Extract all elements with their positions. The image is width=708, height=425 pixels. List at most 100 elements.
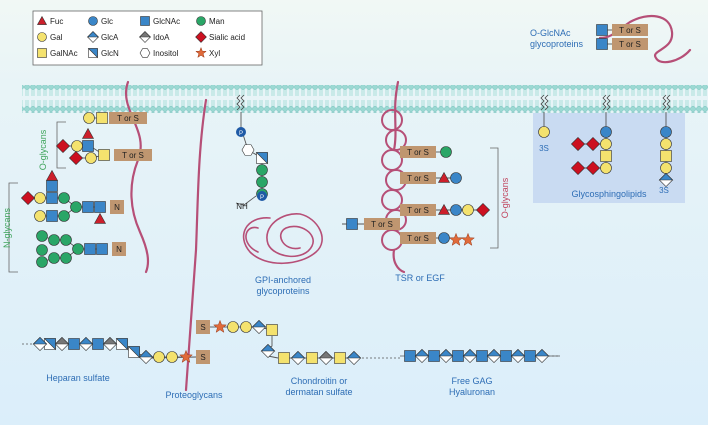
galnac-icon	[98, 149, 110, 161]
glucose-icon	[450, 172, 462, 184]
mannose-icon	[36, 244, 48, 256]
sialic-acid-icon	[570, 160, 586, 176]
galnac-icon	[334, 352, 346, 364]
residue-label: T or S	[407, 206, 429, 215]
residue-label: S	[200, 353, 205, 362]
legend-label: GalNAc	[50, 49, 78, 58]
galactose-icon	[600, 138, 612, 150]
gpi-coil-loop	[245, 226, 259, 253]
fucose-icon	[45, 169, 59, 181]
fucose-icon	[93, 212, 107, 224]
galactose-icon	[37, 32, 47, 42]
label-line: glycoproteins	[530, 39, 584, 49]
sialic-acid-icon	[68, 150, 84, 166]
ser-thr-box	[612, 24, 648, 36]
glcA-icon	[290, 350, 306, 366]
glcA-icon	[251, 319, 267, 335]
mannose-icon	[36, 256, 48, 268]
xylose-icon	[449, 232, 463, 246]
galactose-icon	[462, 204, 474, 216]
glcnac-icon	[596, 24, 608, 36]
n-glycans-label: N-glycans	[2, 207, 12, 248]
glucose-icon	[600, 126, 612, 138]
bond-line	[235, 195, 257, 206]
idoA-icon	[318, 350, 334, 366]
shape-fill	[43, 338, 56, 351]
residue-label: T or S	[117, 114, 139, 123]
o-glycans-right-label: O-glycans	[500, 177, 510, 218]
shape-fill	[138, 349, 154, 358]
mannose-icon	[72, 243, 84, 255]
galactose-icon	[227, 321, 239, 333]
residue-label: S	[200, 323, 205, 332]
fucose-icon	[81, 127, 95, 139]
phosphate-icon	[236, 127, 246, 137]
glcnac-icon	[140, 16, 150, 26]
glcA-icon	[510, 348, 526, 364]
xylose-icon	[213, 319, 227, 333]
glcnac-icon	[452, 350, 464, 362]
galactose-icon	[240, 321, 252, 333]
mannose-icon	[256, 176, 268, 188]
shape-fill	[414, 348, 430, 357]
shape-fill	[486, 348, 502, 357]
ser-thr-box	[109, 112, 147, 124]
sialic-acid-icon	[570, 136, 586, 152]
mannose-icon	[70, 201, 82, 213]
galnac-icon	[278, 352, 290, 364]
glucose-icon	[438, 232, 450, 244]
bracket-n	[8, 182, 18, 273]
sialic-acid-icon	[475, 202, 491, 218]
glucose-icon	[450, 204, 462, 216]
legend-label: Xyl	[209, 49, 220, 58]
residue-label: T or S	[122, 151, 144, 160]
glcnac-icon	[476, 350, 488, 362]
proteoglycans-label: Proteoglycans	[165, 390, 223, 400]
fucose-icon	[437, 203, 451, 215]
glcnac-icon	[524, 350, 536, 362]
asn-box	[112, 242, 126, 256]
label-line: Free GAG	[451, 376, 492, 386]
glcA-icon	[32, 336, 48, 352]
shape-fill	[32, 336, 48, 345]
lipid-tail	[540, 94, 549, 111]
residue-label: T or S	[407, 148, 429, 157]
legend-label: Sialic acid	[209, 33, 245, 42]
mannose-icon	[60, 252, 72, 264]
sialic-acid-icon	[195, 31, 207, 43]
glcA-icon	[86, 31, 100, 43]
glcnac-icon	[82, 201, 94, 213]
galnac-icon	[96, 112, 108, 124]
shape-fill	[87, 48, 98, 59]
lipid-tail	[602, 94, 611, 111]
residue-label: T or S	[407, 174, 429, 183]
cell-membrane	[22, 85, 708, 113]
glcnac-icon	[96, 243, 108, 255]
galactose-icon	[34, 210, 46, 222]
label-line: GPI-anchored	[255, 275, 311, 285]
gpi-protein-coil	[242, 213, 323, 264]
glcA-icon	[486, 348, 502, 364]
shape-fill	[438, 348, 454, 357]
asn-box	[110, 200, 124, 214]
galnac-icon	[600, 150, 612, 162]
glcnac-icon	[500, 350, 512, 362]
mannose-icon	[58, 192, 70, 204]
galactose-icon	[83, 112, 95, 124]
shape-fill	[127, 346, 140, 359]
shape-fill	[534, 348, 550, 357]
glucose-icon	[660, 126, 672, 138]
idoA-icon	[54, 336, 70, 352]
glcA-icon	[414, 348, 430, 364]
glcn-icon	[43, 338, 56, 351]
residue-label: N	[116, 245, 122, 254]
phosphate-label: P	[260, 195, 264, 201]
glcn-icon	[115, 338, 128, 351]
legend-label: IdoA	[153, 33, 170, 42]
shape-fill	[78, 336, 94, 345]
